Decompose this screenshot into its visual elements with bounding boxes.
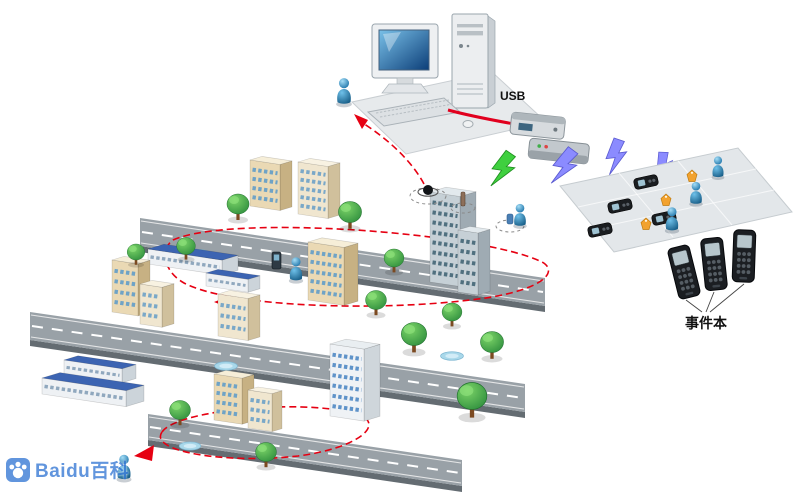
usb-cable [447, 108, 515, 126]
event-book-phone-icon [699, 236, 729, 292]
lightning-icon [605, 137, 628, 176]
tree-icon [169, 400, 191, 429]
tree-icon [383, 248, 405, 276]
event-book-phone-icon [731, 229, 757, 283]
tree-icon [255, 442, 277, 471]
route-arrow-icon [134, 445, 154, 461]
building [63, 355, 137, 384]
building [457, 226, 491, 296]
usb-reader-cradle [509, 111, 566, 140]
buildings [41, 156, 491, 433]
road-bottom [148, 414, 462, 492]
building [139, 280, 175, 328]
checkpoint-post [450, 191, 476, 214]
building [111, 256, 151, 317]
tree-icon [176, 237, 196, 264]
building [213, 370, 255, 425]
route-to-computer [357, 119, 425, 185]
pond [178, 441, 202, 451]
building [247, 386, 283, 433]
pc-tower-icon [451, 13, 496, 109]
tree-icon [365, 290, 387, 319]
pond [214, 361, 238, 371]
computer-workstation [350, 13, 548, 155]
event-book-phone-icon [666, 243, 702, 301]
usb-label: USB [500, 89, 526, 103]
building [249, 156, 293, 211]
pond [440, 351, 464, 361]
tree-icon [126, 243, 146, 269]
road-middle [30, 312, 525, 418]
guard-staging-platform [559, 147, 793, 253]
tree-icon [337, 200, 363, 234]
tree-icon [441, 302, 463, 330]
event-book-label: 事件本 [685, 315, 728, 331]
tree-icon [456, 381, 488, 424]
guard-person-icon [336, 78, 352, 108]
building [217, 290, 261, 341]
building [205, 269, 261, 293]
building [329, 338, 381, 422]
route-arrow-icon [354, 114, 368, 129]
monitor-icon [371, 23, 439, 94]
guard-person-icon [116, 454, 132, 483]
guard-person-icon [513, 203, 527, 229]
building [41, 372, 145, 408]
tree-icon [479, 330, 505, 364]
building [297, 158, 341, 219]
mouse-icon [462, 120, 474, 128]
info-kiosk [271, 251, 282, 270]
tree-icon [400, 321, 428, 357]
checkpoint-dome [409, 185, 447, 205]
building [307, 237, 359, 306]
tree-icon [226, 193, 250, 224]
event-book-devices [666, 229, 757, 313]
lightning-icon [486, 147, 520, 192]
